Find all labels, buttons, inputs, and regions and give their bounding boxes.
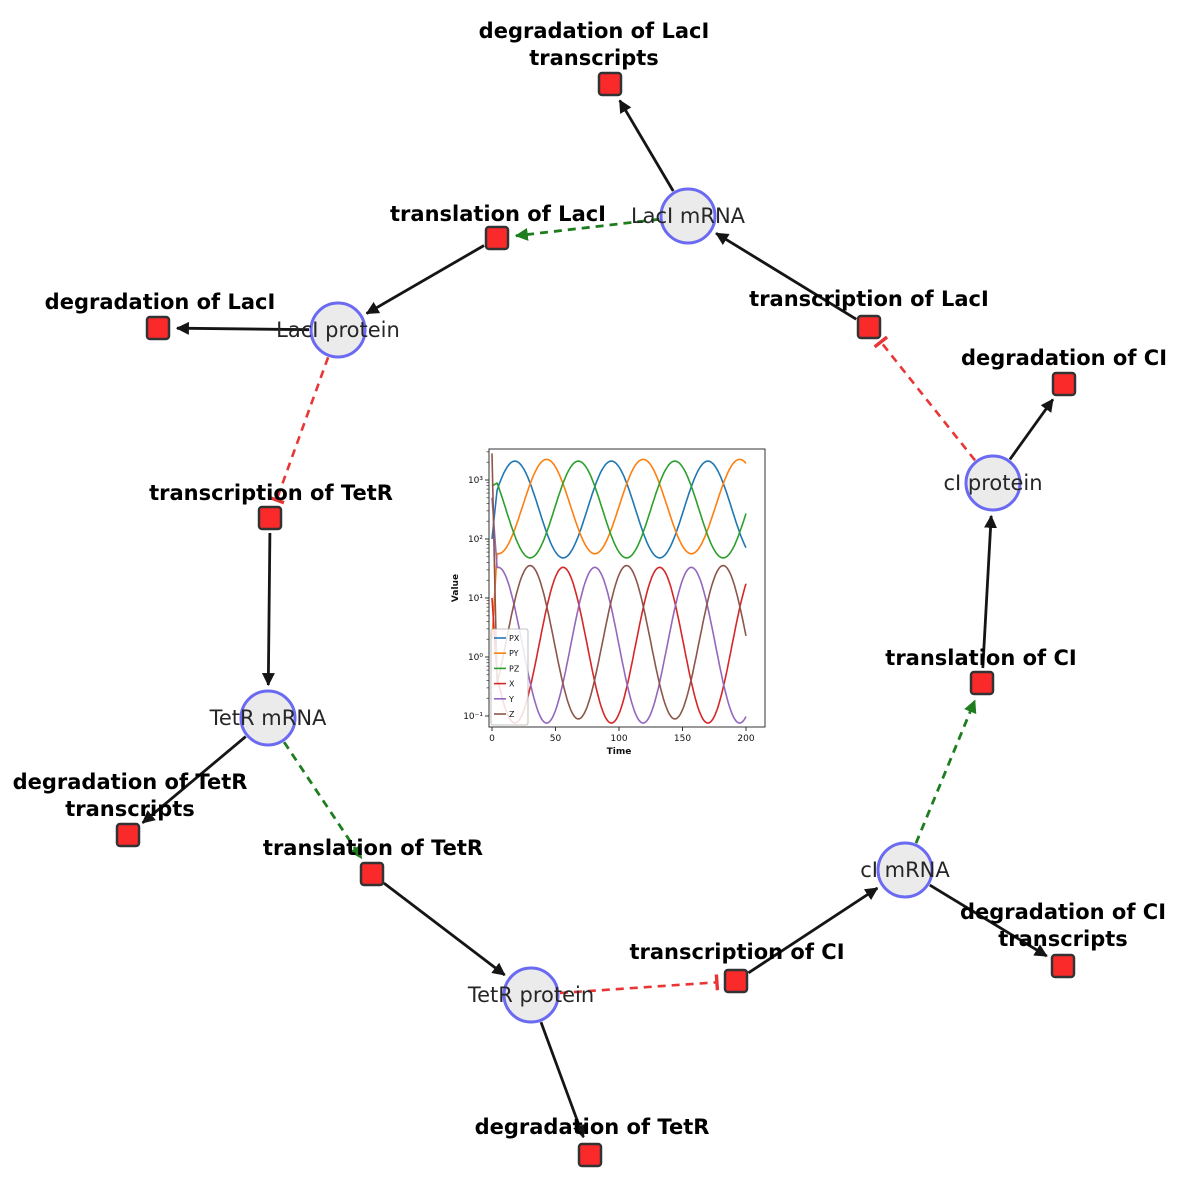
- species-label-laci-protein: LacI protein: [276, 318, 400, 342]
- reaction-node-tx-ci: [723, 968, 749, 994]
- legend-label-Y: Y: [508, 695, 514, 704]
- edge-laci-protein-to-deg-laci: [175, 321, 310, 335]
- y-axis-label: Value: [451, 574, 461, 602]
- y-tick-label: 10¹: [468, 594, 483, 604]
- edge-tetr-protein-to-tx-ci: [559, 974, 720, 995]
- reaction-node-transl-ci: [969, 670, 995, 696]
- x-tick-label: 200: [737, 734, 754, 744]
- species-node-laci-mrna: [659, 187, 717, 245]
- reaction-node-deg-tetr-tx: [115, 822, 141, 848]
- y-tick-label: 10⁻¹: [463, 712, 483, 722]
- legend-label-PX: PX: [509, 634, 520, 643]
- reaction-label-transl-ci: translation of CI: [885, 646, 1076, 670]
- edge-tx-tetr-to-tetr-mrna: [261, 532, 275, 687]
- chart-series-PX: [491, 460, 747, 559]
- reaction-label-transl-tetr: translation of TetR: [263, 836, 483, 860]
- edge-tetr-mrna-to-deg-tetr-tx: [141, 735, 247, 824]
- reaction-node-transl-tetr: [359, 861, 385, 887]
- reaction-label-transl-laci: translation of LacI: [390, 202, 606, 226]
- reaction-label-deg-laci: degradation of LacI: [45, 290, 276, 314]
- edge-ci-mrna-to-transl-ci: [914, 699, 977, 844]
- chart-series-PZ: [491, 460, 747, 559]
- x-tick-label: 50: [550, 734, 562, 744]
- edge-transl-tetr-to-tetr-protein: [383, 881, 506, 977]
- species-node-laci-protein: [309, 301, 367, 359]
- reaction-node-transl-laci: [484, 225, 510, 251]
- species-label-ci-mrna: cI mRNA: [860, 858, 950, 882]
- species-label-tetr-mrna: TetR mRNA: [209, 706, 327, 730]
- chart-series-X: [491, 566, 747, 724]
- edge-tx-laci-to-laci-mrna: [715, 232, 857, 321]
- reaction-label-tx-laci: transcription of LacI: [749, 287, 989, 311]
- edge-ci-protein-to-deg-ci: [1008, 398, 1055, 461]
- x-tick-label: 0: [489, 734, 495, 744]
- reaction-node-deg-tetr: [577, 1142, 603, 1168]
- edge-transl-laci-to-laci-protein: [365, 244, 485, 315]
- reaction-node-tx-tetr: [257, 505, 283, 531]
- species-node-tetr-mrna: [239, 689, 297, 747]
- reaction-node-deg-laci-tx: [597, 71, 623, 97]
- chart-legend: PX PY PZ XYZ: [490, 628, 529, 726]
- x-axis-label: Time: [607, 747, 632, 757]
- edge-transl-ci-to-ci-protein: [981, 514, 998, 669]
- x-tick-label: 100: [610, 734, 627, 744]
- reaction-label-tx-tetr: transcription of TetR: [149, 481, 393, 505]
- legend-label-Z: Z: [509, 710, 515, 719]
- chart-series-Z: [491, 453, 747, 720]
- y-tick-label: 10²: [468, 535, 483, 545]
- chart-series-PY: [491, 458, 747, 640]
- edge-ci-protein-to-tx-laci: [873, 335, 977, 462]
- legend-label-PY: PY: [509, 649, 519, 658]
- y-tick-label: 10⁰: [468, 653, 483, 663]
- edges-layer: [141, 99, 1055, 1139]
- edge-laci-protein-to-tx-tetr: [268, 356, 330, 505]
- x-tick-label: 150: [674, 734, 691, 744]
- species-node-ci-protein: [964, 454, 1022, 512]
- species-label-laci-mrna: LacI mRNA: [631, 204, 746, 228]
- reaction-label-tx-ci: transcription of CI: [629, 940, 844, 964]
- species-node-tetr-protein: [502, 966, 560, 1024]
- reaction-node-deg-ci-tx: [1050, 953, 1076, 979]
- species-label-ci-protein: cI protein: [943, 471, 1042, 495]
- species-node-ci-mrna: [876, 841, 934, 899]
- edge-laci-mrna-to-deg-laci-tx: [618, 99, 675, 192]
- edge-ci-mrna-to-deg-ci-tx: [929, 883, 1048, 958]
- edge-tx-ci-to-ci-mrna: [747, 886, 879, 974]
- species-label-tetr-protein: TetR protein: [467, 983, 594, 1007]
- edge-tetr-mrna-to-transl-tetr: [282, 741, 363, 860]
- edge-laci-mrna-to-transl-laci: [514, 217, 660, 241]
- reaction-node-tx-laci: [856, 314, 882, 340]
- reaction-label-deg-ci: degradation of CI: [961, 346, 1167, 370]
- legend-label-PZ: PZ: [509, 664, 520, 673]
- nodes-layer: [115, 71, 1077, 1168]
- reaction-node-deg-laci: [145, 315, 171, 341]
- y-tick-label: 10³: [468, 476, 483, 486]
- reaction-node-deg-ci: [1051, 371, 1077, 397]
- chart-series-Y: [491, 497, 747, 724]
- reaction-label-deg-tetr: degradation of TetR: [475, 1115, 710, 1139]
- legend-label-X: X: [509, 680, 515, 689]
- edge-tetr-protein-to-deg-tetr: [539, 1021, 586, 1139]
